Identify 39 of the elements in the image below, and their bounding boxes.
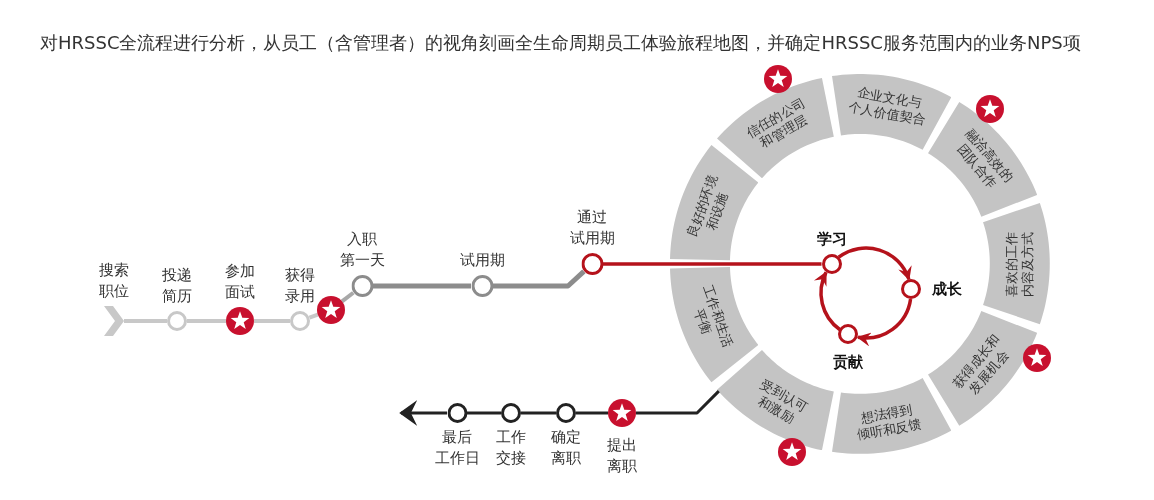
segment-label: 信任的公司和管理层 (743, 95, 811, 154)
timeline-line (467, 411, 501, 415)
cycle-label: 学习 (816, 229, 847, 251)
segment-label: 受到认可和激励 (754, 375, 811, 428)
stop-label: 确定离职 (551, 427, 581, 469)
timeline-line (254, 319, 290, 323)
cycle-arrow (814, 271, 841, 331)
stop-label: 搜索职位 (99, 260, 129, 302)
segment-label: 获得成长和发展机会 (949, 331, 1012, 399)
timeline-line (124, 319, 167, 323)
segment-label: 良好的环境和设施 (683, 173, 732, 242)
cycle-arrow (837, 246, 911, 281)
stop-label: 最后工作日 (434, 427, 480, 469)
stop-label: 试用期 (459, 250, 505, 271)
timeline-line (340, 291, 355, 303)
timeline-line (576, 411, 608, 415)
timeline-line (521, 411, 556, 415)
segment-label: 想法得到倾听和反馈 (854, 400, 923, 443)
segment-label: 喜欢的工作内容及方式 (1004, 231, 1036, 297)
stop-label: 获得录用 (285, 265, 315, 307)
segment-label: 融洽高效的团队合作 (953, 125, 1016, 193)
timeline-line (493, 269, 586, 289)
timeline-line (187, 319, 226, 323)
stop-label: 投递简历 (162, 265, 192, 307)
stop-label: 入职第一天 (339, 229, 385, 271)
stop-label: 提出离职 (607, 435, 637, 477)
cycle-label: 贡献 (833, 352, 864, 374)
title: 对HRSSC全流程进行分析，从员工（含管理者）的视角刻画全生命周期员工体验旅程地图，并确定HRSSC服务范围内的业务NPS项 (40, 31, 1082, 55)
cycle-arrow (856, 298, 913, 346)
timeline-line (636, 390, 720, 415)
timeline-line (308, 312, 319, 320)
timeline-line (603, 262, 822, 266)
stop-label: 工作交接 (496, 427, 526, 469)
stop-label: 通过试用期 (569, 207, 615, 249)
timeline-line (373, 283, 471, 289)
stop-label: 参加面试 (225, 261, 255, 303)
cycle-label: 成长 (931, 278, 962, 300)
segment-label: 工作和生活平衡 (690, 282, 736, 351)
segment-label: 企业文化与个人价值契合 (846, 84, 928, 129)
